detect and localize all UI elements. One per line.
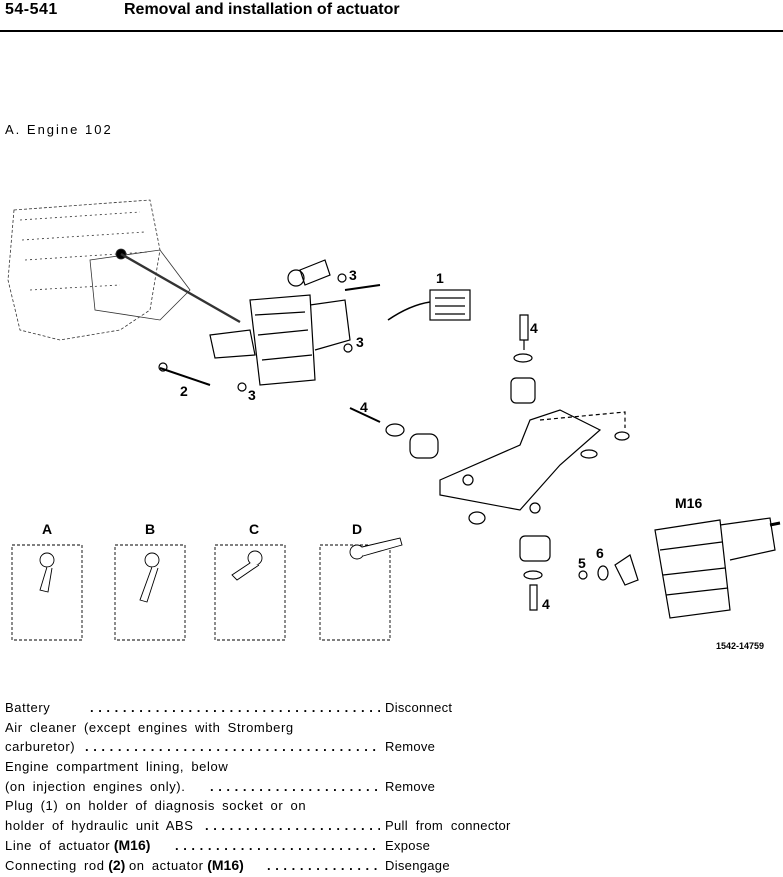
position-label-a: A [42, 521, 52, 537]
page-header: 54-541 Removal and installation of actua… [0, 0, 783, 32]
bracket-drawing [349, 314, 630, 611]
step-text: holder of hydraulic unit ABS [5, 818, 194, 834]
callout-3c: 3 [248, 387, 256, 403]
step-row: ........................................… [5, 737, 565, 757]
step-text: Connecting rod [5, 857, 105, 873]
step-action: Pull from connector [385, 818, 511, 834]
callout-3b: 3 [356, 334, 364, 350]
callout-6: 6 [596, 545, 604, 561]
exploded-view-illustration: 1 2 3 3 3 4 4 4 5 6 M16 A B C D 1542-147… [7, 199, 781, 651]
page-title: Removal and installation of actuator [124, 1, 400, 18]
callout-5: 5 [578, 555, 586, 571]
step-action: Disengage [385, 857, 450, 873]
step-action: Expose [385, 837, 431, 853]
step-row: ............................... holder o… [5, 816, 565, 836]
step-row: ........................................… [5, 698, 565, 718]
ref-m16: (M16) [207, 856, 244, 873]
actuator-label: M16 [675, 495, 702, 511]
step-row: .............................. (on injec… [5, 777, 565, 797]
step-row: Plug (1) on holder of diagnosis socket o… [5, 796, 565, 816]
ref-2: (2) [108, 856, 126, 873]
subheading: A. Engine 102 [5, 122, 113, 137]
step-row: .................... Connecting rod (2) … [5, 856, 565, 876]
callout-2: 2 [180, 383, 188, 399]
step-text: (on injection engines only). [5, 778, 186, 794]
procedure-steps: ........................................… [5, 698, 565, 875]
callout-1: 1 [436, 270, 444, 286]
actuator-m16-drawing [578, 517, 781, 619]
step-text: Line of actuator [5, 837, 111, 853]
step-row: .................................... Lin… [5, 836, 565, 856]
figure-code: 1542-14759 [716, 641, 764, 651]
callout-4c: 4 [542, 596, 550, 612]
step-text: Battery [5, 700, 51, 715]
step-text: on actuator [128, 857, 204, 873]
actuator-assembly-drawing [158, 259, 471, 392]
step-text: Plug (1) on holder of diagnosis socket o… [5, 798, 307, 814]
callout-4a: 4 [530, 320, 538, 336]
callout-3a: 3 [349, 267, 357, 283]
position-diagrams [11, 537, 403, 641]
position-label-c: C [249, 521, 259, 537]
step-text: Air cleaner (except engines with Strombe… [5, 719, 294, 735]
ref-m16: (M16) [113, 836, 151, 853]
step-row: Air cleaner (except engines with Strombe… [5, 718, 565, 738]
section-number: 54-541 [5, 1, 58, 18]
callout-4b: 4 [360, 399, 368, 415]
engine-block-drawing [7, 199, 241, 341]
step-action: Disconnect [385, 700, 453, 715]
step-action: Remove [385, 778, 436, 794]
step-text: Engine compartment lining, below [5, 759, 229, 775]
step-row: Engine compartment lining, below [5, 757, 565, 777]
position-label-d: D [352, 521, 362, 537]
step-action: Remove [385, 739, 436, 755]
step-text: carburetor) [5, 739, 76, 755]
position-label-b: B [145, 521, 155, 537]
